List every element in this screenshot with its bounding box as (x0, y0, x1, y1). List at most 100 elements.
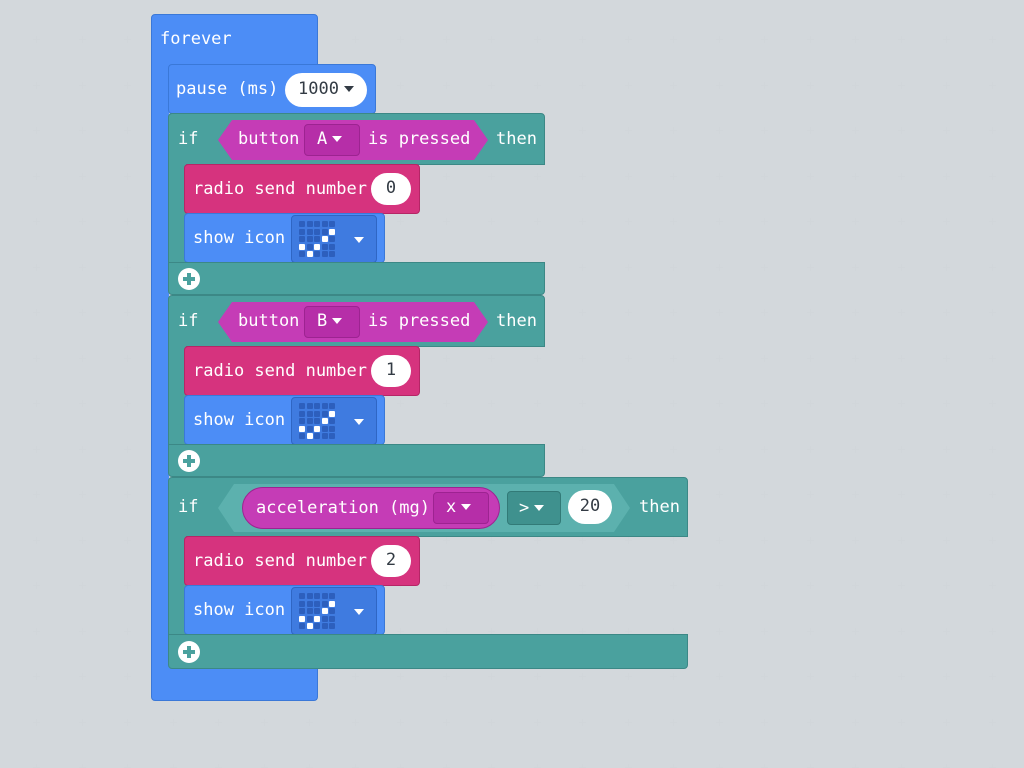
grid-cross (807, 173, 814, 180)
grid-cross (852, 309, 859, 316)
led-pixel (321, 243, 328, 250)
grid-cross (898, 719, 905, 726)
button-select-dropdown[interactable]: B (304, 306, 360, 338)
button-is-pressed-condition[interactable]: button A is pressed (218, 120, 488, 160)
grid-cross (397, 628, 404, 635)
pause-block[interactable]: pause (ms) 1000 (168, 64, 376, 114)
icon-select-dropdown[interactable] (291, 215, 377, 263)
grid-cross (33, 673, 40, 680)
radio-send-number-block-3[interactable]: radio send number 2 (184, 536, 420, 586)
grid-cross (33, 582, 40, 589)
grid-cross (716, 673, 723, 680)
grid-cross (79, 355, 86, 362)
icon-select-dropdown[interactable] (291, 587, 377, 635)
led-pixel (314, 593, 320, 599)
grid-cross (579, 719, 586, 726)
button-is-pressed-condition[interactable]: button B is pressed (218, 302, 488, 342)
grid-cross (761, 36, 768, 43)
grid-cross (79, 36, 86, 43)
show-icon-block-2[interactable]: show icon (184, 395, 385, 445)
grid-cross (761, 446, 768, 453)
grid-cross (579, 173, 586, 180)
radio-number-input[interactable]: 1 (371, 355, 411, 387)
grid-cross (579, 537, 586, 544)
grid-cross (625, 673, 632, 680)
grid-cross (33, 36, 40, 43)
plus-icon[interactable] (178, 268, 200, 290)
grid-cross (670, 173, 677, 180)
led-pixel (306, 221, 313, 227)
comparison-condition[interactable]: acceleration (mg) x > 20 (218, 484, 630, 532)
grid-cross (625, 764, 632, 768)
plus-icon[interactable] (178, 641, 200, 663)
if-block-3-bottom[interactable] (168, 634, 688, 669)
radio-send-number-block-1[interactable]: radio send number 0 (184, 164, 420, 214)
grid-cross (33, 127, 40, 134)
radio-number-input[interactable]: 2 (371, 545, 411, 577)
grid-cross (852, 355, 859, 362)
radio-number-value: 0 (385, 178, 397, 198)
plus-icon[interactable] (178, 450, 200, 472)
icon-select-dropdown[interactable] (291, 397, 377, 445)
led-pixel (306, 623, 313, 629)
if-block-1-arm[interactable] (168, 164, 186, 264)
led-pixel (321, 600, 328, 607)
button-select-dropdown[interactable]: A (304, 124, 360, 156)
grid-cross (124, 400, 131, 407)
led-pixel (299, 251, 305, 257)
grid-cross (443, 400, 450, 407)
grid-cross (488, 628, 495, 635)
grid-cross (716, 355, 723, 362)
comparison-number-input[interactable]: 20 (568, 490, 612, 524)
acceleration-reporter[interactable]: acceleration (mg) x (242, 487, 500, 529)
if-block-3[interactable]: if acceleration (mg) x > 20 then (168, 477, 688, 537)
if-block-2-arm[interactable] (168, 346, 186, 446)
led-pixel (306, 418, 313, 424)
radio-number-value: 2 (385, 550, 397, 570)
grid-cross (534, 36, 541, 43)
if-block-1[interactable]: if button A is pressed then (168, 113, 545, 165)
grid-cross (807, 264, 814, 271)
grid-cross (625, 264, 632, 271)
forever-block[interactable]: forever (151, 14, 318, 66)
grid-cross (488, 400, 495, 407)
forever-block-bottom[interactable] (151, 668, 318, 701)
grid-cross (124, 491, 131, 498)
if-block-2[interactable]: if button B is pressed then (168, 295, 545, 347)
grid-cross (807, 127, 814, 134)
pause-duration-dropdown[interactable]: 1000 (285, 73, 367, 107)
if-block-3-arm[interactable] (168, 536, 186, 636)
show-icon-block-3[interactable]: show icon (184, 585, 385, 635)
grid-cross (488, 36, 495, 43)
grid-cross (852, 400, 859, 407)
grid-cross (716, 491, 723, 498)
forever-block-arm[interactable] (151, 64, 169, 670)
if-block-2-bottom[interactable] (168, 444, 545, 477)
grid-cross (852, 628, 859, 635)
grid-cross (898, 400, 905, 407)
axis-select-value: x (446, 497, 457, 517)
grid-cross (534, 719, 541, 726)
if-block-1-bottom[interactable] (168, 262, 545, 295)
grid-cross (397, 719, 404, 726)
grid-cross (898, 36, 905, 43)
led-pixel (314, 623, 320, 629)
grid-cross (579, 36, 586, 43)
grid-cross (761, 764, 768, 768)
led-pixel (306, 615, 313, 622)
radio-number-input[interactable]: 0 (371, 173, 411, 205)
grid-cross (33, 719, 40, 726)
grid-cross (124, 764, 131, 768)
grid-cross (124, 719, 131, 726)
show-icon-block-1[interactable]: show icon (184, 213, 385, 263)
condition-prefix: button (238, 311, 300, 331)
grid-cross (33, 400, 40, 407)
grid-cross (534, 218, 541, 225)
grid-cross (807, 628, 814, 635)
radio-send-number-block-2[interactable]: radio send number 1 (184, 346, 420, 396)
led-pixel (299, 608, 305, 614)
operator-select-dropdown[interactable]: > (507, 491, 561, 525)
check-icon (299, 593, 337, 631)
grid-cross (943, 309, 950, 316)
axis-select-dropdown[interactable]: x (433, 492, 489, 524)
